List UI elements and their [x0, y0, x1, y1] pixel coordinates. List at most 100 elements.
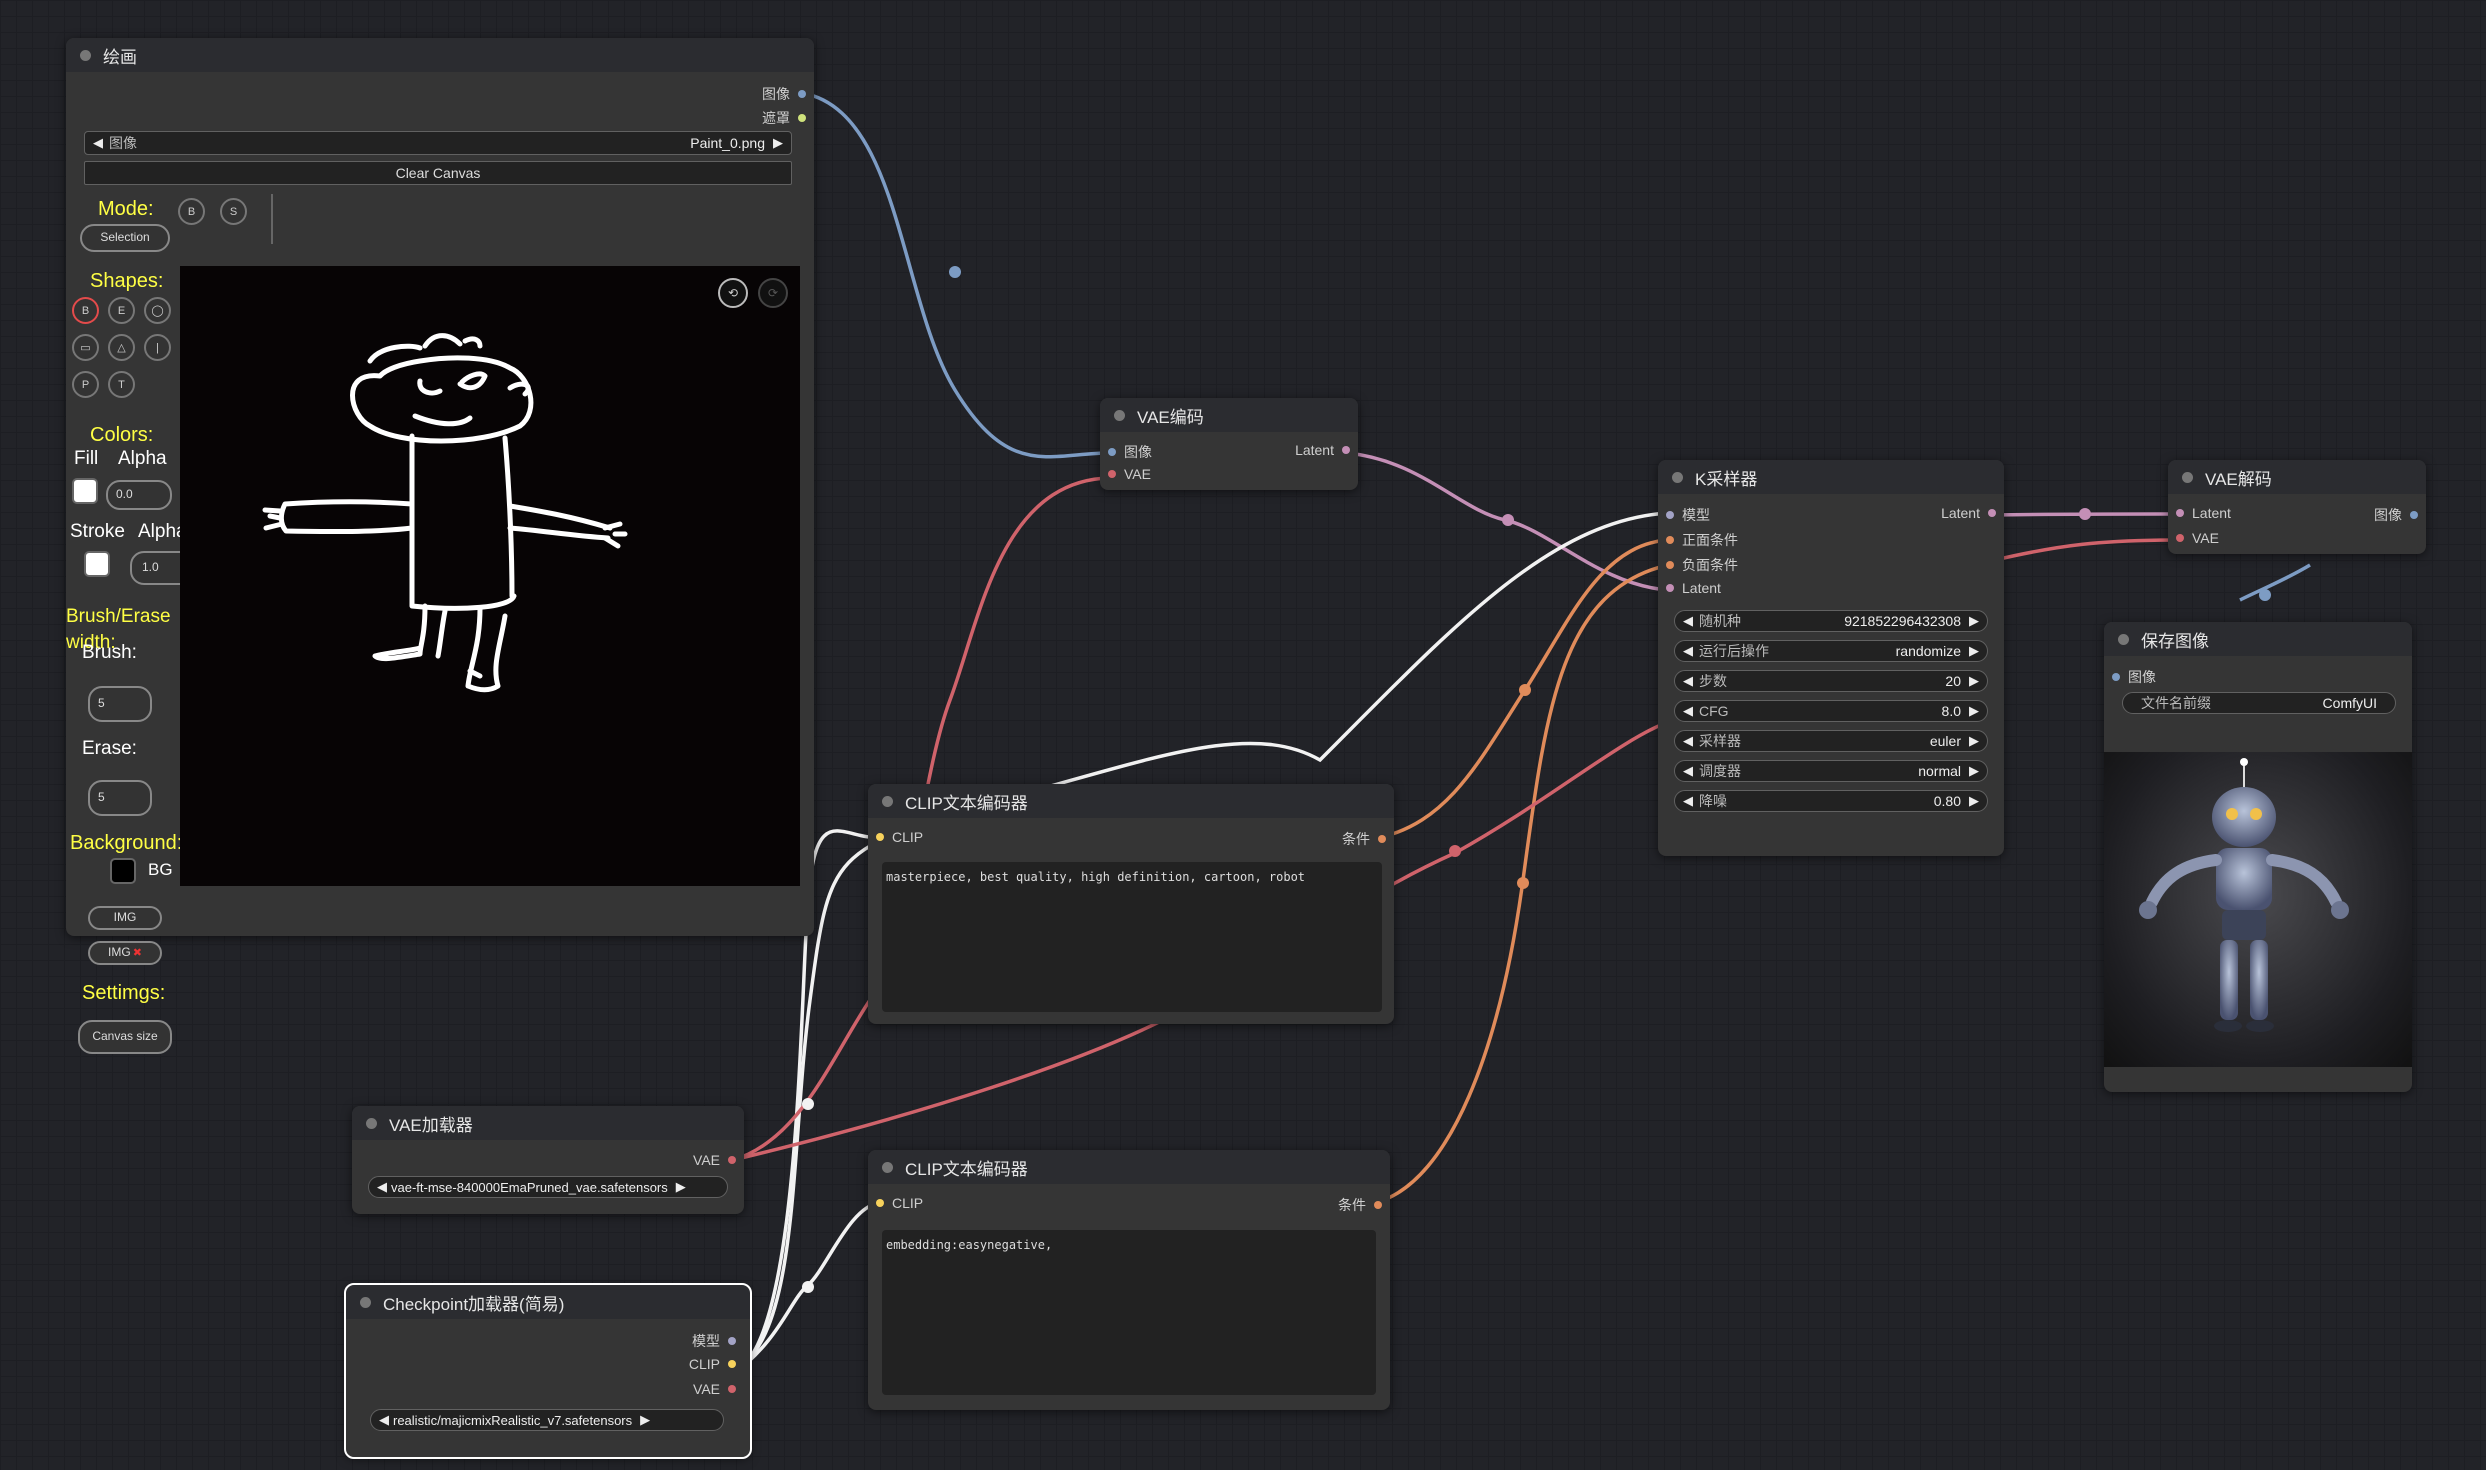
vae-encode-node[interactable]: VAE编码 图像 VAE Latent [1100, 398, 1358, 490]
clip-neg-input-clip[interactable]: CLIP [876, 1195, 923, 1211]
fill-color-swatch[interactable] [72, 478, 98, 504]
output-socket-icon[interactable] [728, 1156, 736, 1164]
input-socket-icon[interactable] [1666, 511, 1674, 519]
output-socket-icon[interactable] [728, 1385, 736, 1393]
remove-image-button[interactable]: IMG ✖ [88, 941, 162, 965]
save-image-title[interactable]: 保存图像 [2104, 622, 2412, 656]
ckpt-output-model[interactable]: 模型 [692, 1331, 736, 1351]
input-socket-icon[interactable] [2112, 673, 2120, 681]
vae-decode-output-image[interactable]: 图像 [2374, 505, 2418, 525]
vae-loader-node[interactable]: VAE加载器 VAE ◀ vae-ft-mse-840000EmaPruned_… [352, 1106, 744, 1214]
input-socket-icon[interactable] [1666, 536, 1674, 544]
ckpt-output-vae[interactable]: VAE [693, 1381, 736, 1397]
brush-width-input[interactable]: 5 [88, 686, 152, 722]
ksampler-input-model[interactable]: 模型 [1666, 505, 1710, 525]
output-socket-icon[interactable] [1988, 509, 1996, 517]
output-socket-icon[interactable] [798, 114, 806, 122]
input-socket-icon[interactable] [2176, 534, 2184, 542]
ksampler-input-positive[interactable]: 正面条件 [1666, 530, 1738, 550]
arrow-right-icon[interactable]: ▶ [1969, 703, 1979, 718]
stroke-color-swatch[interactable] [84, 551, 110, 577]
input-socket-icon[interactable] [2176, 509, 2184, 517]
collapse-dot-icon[interactable] [80, 49, 91, 61]
shape-rect-button[interactable]: ▭ [72, 334, 99, 361]
shape-line-button[interactable]: | [144, 334, 171, 361]
canvas-size-button[interactable]: Canvas size [78, 1020, 172, 1054]
arrow-right-icon[interactable]: ▶ [1969, 793, 1979, 808]
input-socket-icon[interactable] [1666, 561, 1674, 569]
checkpoint-loader-node[interactable]: Checkpoint加载器(简易) 模型 CLIP VAE ◀ realisti… [344, 1283, 752, 1459]
shape-pencil-button[interactable]: P [72, 371, 99, 398]
undo-icon[interactable]: ⟲ [718, 278, 748, 308]
vae-encode-output-latent[interactable]: Latent [1295, 442, 1350, 458]
arrow-left-icon[interactable]: ◀ [1683, 613, 1693, 628]
save-image-input-image[interactable]: 图像 [2112, 667, 2156, 687]
clip-text-encode-negative-node[interactable]: CLIP文本编码器 CLIP 条件 embedding:easynegative… [868, 1150, 1390, 1410]
arrow-right-icon[interactable]: ▶ [773, 135, 783, 150]
vae-loader-output-vae[interactable]: VAE [693, 1152, 736, 1168]
ckpt-output-clip[interactable]: CLIP [689, 1356, 736, 1372]
collapse-dot-icon[interactable] [882, 795, 893, 807]
output-socket-icon[interactable] [1342, 446, 1350, 454]
vae-loader-title[interactable]: VAE加载器 [352, 1106, 744, 1140]
vae-decode-input-vae[interactable]: VAE [2176, 530, 2219, 546]
collapse-dot-icon[interactable] [1672, 471, 1683, 483]
collapse-dot-icon[interactable] [2182, 471, 2193, 483]
arrow-left-icon[interactable]: ◀ [1683, 763, 1693, 778]
arrow-right-icon[interactable]: ▶ [640, 1412, 651, 1427]
positive-prompt-textarea[interactable]: masterpiece, best quality, high definiti… [882, 862, 1382, 1012]
collapse-dot-icon[interactable] [882, 1161, 893, 1173]
vae-decode-node[interactable]: VAE解码 Latent VAE 图像 [2168, 460, 2426, 554]
vae-encode-title[interactable]: VAE编码 [1100, 398, 1358, 432]
clip-neg-output-cond[interactable]: 条件 [1338, 1195, 1382, 1215]
drawing-canvas[interactable]: ⟲ ⟳ [180, 266, 800, 886]
shape-text-button[interactable]: T [108, 371, 135, 398]
output-socket-icon[interactable] [728, 1360, 736, 1368]
collapse-dot-icon[interactable] [366, 1117, 377, 1129]
paint-output-image[interactable]: 图像 [762, 84, 806, 104]
ckpt-name-combo[interactable]: ◀ realistic/majicmixRealistic_v7.safeten… [370, 1409, 724, 1431]
arrow-left-icon[interactable]: ◀ [93, 135, 103, 150]
output-socket-icon[interactable] [798, 90, 806, 98]
input-socket-icon[interactable] [876, 1199, 884, 1207]
shape-circle-button[interactable]: ◯ [144, 297, 171, 324]
ksampler-title[interactable]: K采样器 [1658, 460, 2004, 494]
arrow-right-icon[interactable]: ▶ [1969, 613, 1979, 628]
clear-canvas-button[interactable]: Clear Canvas [84, 161, 792, 185]
arrow-left-icon[interactable]: ◀ [1683, 733, 1693, 748]
clip-text-encode-positive-node[interactable]: CLIP文本编码器 CLIP 条件 masterpiece, best qual… [868, 784, 1394, 1024]
shape-brush-button[interactable]: B [72, 297, 99, 324]
output-socket-icon[interactable] [1378, 835, 1386, 843]
arrow-right-icon[interactable]: ▶ [1969, 733, 1979, 748]
collapse-dot-icon[interactable] [1114, 409, 1125, 421]
arrow-right-icon[interactable]: ▶ [1969, 643, 1979, 658]
input-socket-icon[interactable] [1108, 470, 1116, 478]
ksampler-input-latent[interactable]: Latent [1666, 580, 1721, 596]
arrow-right-icon[interactable]: ▶ [675, 1179, 686, 1194]
mode-select-button[interactable]: S [220, 198, 247, 225]
clip-pos-input-clip[interactable]: CLIP [876, 829, 923, 845]
background-color-swatch[interactable] [110, 858, 136, 884]
image-combo-widget[interactable]: ◀ 图像 Paint_0.png ▶ [84, 131, 792, 155]
output-socket-icon[interactable] [728, 1337, 736, 1345]
clip-pos-title[interactable]: CLIP文本编码器 [868, 784, 1394, 818]
input-socket-icon[interactable] [1666, 584, 1674, 592]
save-image-node[interactable]: 保存图像 图像 文件名前缀 ComfyUI [2104, 622, 2412, 1092]
selection-button[interactable]: Selection [80, 224, 170, 252]
mode-brush-button[interactable]: B [178, 198, 205, 225]
vae-encode-input-vae[interactable]: VAE [1108, 466, 1151, 482]
output-socket-icon[interactable] [2410, 511, 2418, 519]
arrow-left-icon[interactable]: ◀ [1683, 673, 1693, 688]
shape-ellipse-button[interactable]: E [108, 297, 135, 324]
redo-icon[interactable]: ⟳ [758, 278, 788, 308]
filename-prefix-widget[interactable]: 文件名前缀 ComfyUI [2122, 692, 2396, 714]
collapse-dot-icon[interactable] [2118, 633, 2129, 645]
input-socket-icon[interactable] [876, 833, 884, 841]
output-preview-image[interactable] [2104, 752, 2412, 1067]
